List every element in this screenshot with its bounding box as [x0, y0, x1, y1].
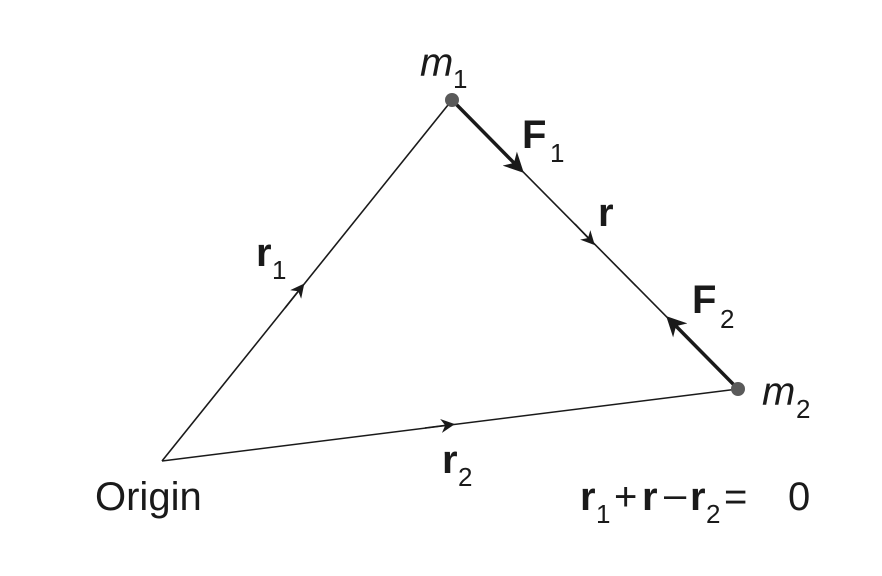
F1-force-arrow [450, 98, 524, 173]
m1-subscript: 1 [453, 64, 467, 94]
m1-label: m 1 [420, 41, 467, 94]
eq-zero: 0 [788, 475, 810, 519]
vector-equation: r 1 + r – r 2 = 0 [580, 473, 810, 529]
eq-r1: r [580, 475, 596, 519]
F1-subscript: 1 [550, 138, 564, 168]
r2-label: r 2 [442, 438, 472, 492]
r1-text: r [256, 231, 272, 275]
eq-equals: = [724, 475, 747, 519]
r1-arrow-icon [284, 283, 305, 309]
m2-text: m [762, 370, 795, 414]
m2-subscript: 2 [796, 394, 810, 424]
F1-label: F 1 [522, 113, 564, 168]
eq-plus: + [614, 475, 637, 519]
F2-text: F [692, 278, 716, 322]
mass-m1-point [445, 93, 459, 107]
F2-subscript: 2 [720, 304, 734, 334]
r1-vector [161, 99, 453, 462]
F2-label: F 2 [692, 278, 734, 334]
r-label: r [598, 191, 614, 235]
origin-label: Origin [95, 475, 202, 519]
F1-text: F [522, 113, 546, 157]
eq-r2-subscript: 2 [706, 499, 720, 529]
r2-text: r [442, 438, 458, 482]
F2-force-arrow [666, 316, 740, 391]
m1-text: m [420, 41, 453, 85]
mass-m2-point [731, 382, 745, 396]
r2-subscript: 2 [458, 462, 472, 492]
r1-subscript: 1 [272, 255, 286, 285]
r2-arrow-icon [424, 418, 455, 433]
m2-label: m 2 [762, 370, 810, 424]
r1-label: r 1 [256, 231, 286, 285]
eq-minus: – [664, 473, 687, 517]
r-arrow-icon [574, 223, 595, 246]
eq-r1-subscript: 1 [596, 499, 610, 529]
eq-r2: r [690, 475, 706, 519]
eq-r: r [642, 475, 658, 519]
